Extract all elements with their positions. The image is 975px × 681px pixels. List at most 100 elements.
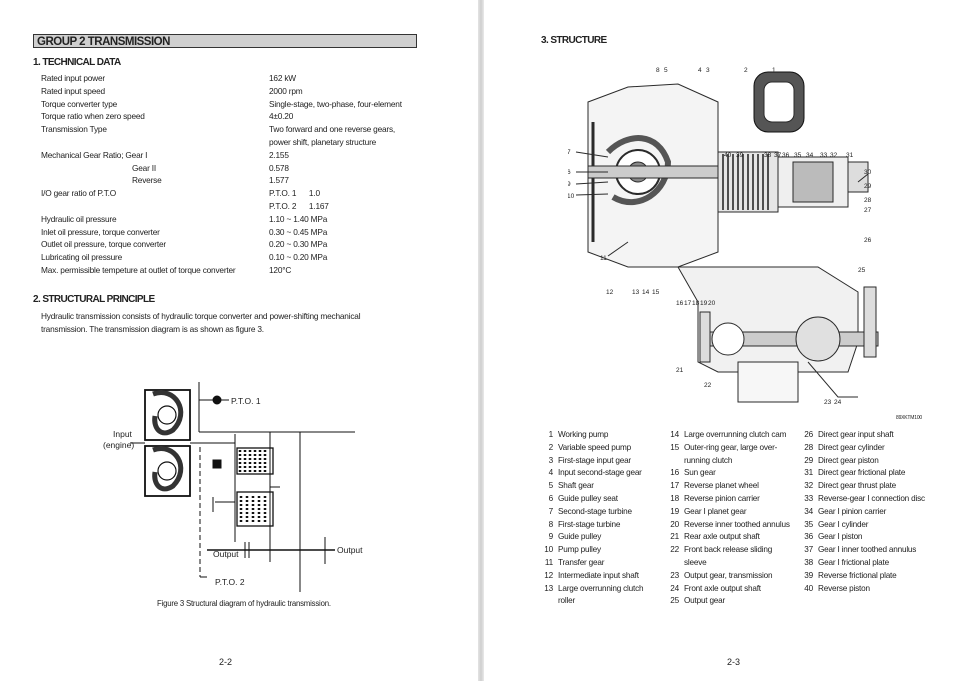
callout-number: 3 <box>706 67 710 74</box>
input-label: Input <box>113 429 133 439</box>
legend-number: 20 <box>670 519 679 529</box>
callout-number: 23 <box>824 399 832 406</box>
left-page: GROUP 2 TRANSMISSION 1. TECHNICAL DATA R… <box>0 0 478 681</box>
legend-number: 3 <box>548 455 554 465</box>
callout-number: 12 <box>606 289 614 296</box>
callout-number: 6 <box>568 169 571 176</box>
group-title: GROUP 2 TRANSMISSION <box>33 34 417 48</box>
callout-number: 32 <box>830 152 838 159</box>
legend-number: 35 <box>804 519 813 529</box>
legend-number: 26 <box>804 430 813 439</box>
legend-item: 20 Reverse inner toothed annulus <box>665 520 790 529</box>
callout-number: 33 <box>820 152 828 159</box>
tech-label: Lubricating oil pressure <box>41 252 122 263</box>
legend-text: Direct gear cylinder <box>818 442 885 452</box>
tech-label: Inlet oil pressure, torque converter <box>41 226 160 237</box>
callout-number: 18 <box>692 300 700 307</box>
legend-number: 28 <box>804 442 813 452</box>
legend-text: Guide pulley seat <box>558 494 618 503</box>
legend-text: Large overrunning clutch cam <box>684 430 787 439</box>
tech-value: 1.577 <box>269 175 289 186</box>
callout-number: 15 <box>652 289 660 296</box>
legend-item: roller <box>539 596 575 605</box>
structure-heading: 3. STRUCTURE <box>541 35 607 46</box>
callout-number: 22 <box>704 382 712 389</box>
tech-label: Torque ratio when zero speed <box>41 111 145 122</box>
legend-text: Input second-stage gear <box>558 468 642 478</box>
legend-text: Second-stage turbine <box>558 506 632 516</box>
figure-caption: Figure 3 Structural diagram of hydraulic… <box>157 599 331 608</box>
legend-number: 38 <box>804 558 813 567</box>
legend-text: Guide pulley <box>558 532 602 542</box>
paragraph-line: transmission. The transmission diagram i… <box>41 324 264 334</box>
tech-value: 0.20 ~ 0.30 MPa <box>269 239 328 250</box>
tech-value: P.T.O. 2 1.167 <box>269 201 329 211</box>
legend-text: sleeve <box>684 558 707 567</box>
tech-value: 1.10 ~ 1.40 MPa <box>269 213 328 224</box>
engine-label: (engine) <box>103 440 134 450</box>
legend-number: 29 <box>804 455 813 465</box>
legend-text: running clutch <box>684 455 733 465</box>
legend-text: Gear I planet gear <box>684 506 747 516</box>
legend-text: Reverse inner toothed annulus <box>684 519 790 529</box>
legend-number: 6 <box>548 494 554 503</box>
legend-number: 1 <box>548 430 554 439</box>
callout-number: 17 <box>684 300 692 307</box>
callout-number: 4 <box>698 67 702 74</box>
legend-text: Large overrunning clutch <box>558 583 644 593</box>
legend-text: Reverse pinion carrier <box>684 494 760 503</box>
legend-number: 4 <box>548 468 554 478</box>
callout-number: 11 <box>600 255 607 262</box>
output-right-label: Output <box>337 545 363 555</box>
tech-value: 2000 rpm <box>269 85 303 96</box>
callout-number: 10 <box>568 193 575 200</box>
tech-label: Rated input speed <box>41 85 105 96</box>
legend-text: Output gear, transmission <box>684 570 773 580</box>
legend-text: Pump pulley <box>558 545 601 555</box>
callout-number: 36 <box>782 152 790 159</box>
legend-text: Reverse-gear I connection disc <box>818 494 925 503</box>
legend-text: Front axle output shaft <box>684 583 761 593</box>
callout-number: 2 <box>744 67 748 74</box>
tech-label: Mechanical Gear Ratio; Gear I <box>41 149 148 160</box>
tech-value: 0.578 <box>269 162 289 173</box>
right-page: 3. STRUCTURE <box>484 0 975 681</box>
legend-number: 8 <box>548 519 554 529</box>
legend-number: 15 <box>670 442 679 452</box>
legend-number: 37 <box>804 545 813 555</box>
legend-number: 39 <box>804 570 813 580</box>
callout-number: 16 <box>676 300 684 307</box>
legend-number: 36 <box>804 532 813 542</box>
legend-text: Front back release sliding <box>684 545 773 555</box>
callout-number: 5 <box>664 67 668 74</box>
transmission-schematic-figure: P.T.O. 1 Input (engine) Output Output P.… <box>103 382 363 592</box>
tech-label: Rated input power <box>41 73 105 83</box>
pto2-label: P.T.O. 2 <box>215 577 245 587</box>
tech-label: Torque converter type <box>41 98 118 109</box>
callout-number: 28 <box>864 197 872 204</box>
legend-text: Sun gear <box>684 468 716 478</box>
tech-label: I/O gear ratio of P.T.O <box>41 188 117 199</box>
legend-number: 23 <box>670 570 679 580</box>
legend-number: 25 <box>670 596 679 606</box>
legend-number: 21 <box>670 532 679 542</box>
legend-number: 22 <box>670 545 679 555</box>
legend-number: 10 <box>544 545 553 555</box>
callout-number: 38 <box>764 152 772 159</box>
legend-number: 31 <box>804 468 813 478</box>
legend-text: Rear axle output shaft <box>684 532 760 542</box>
